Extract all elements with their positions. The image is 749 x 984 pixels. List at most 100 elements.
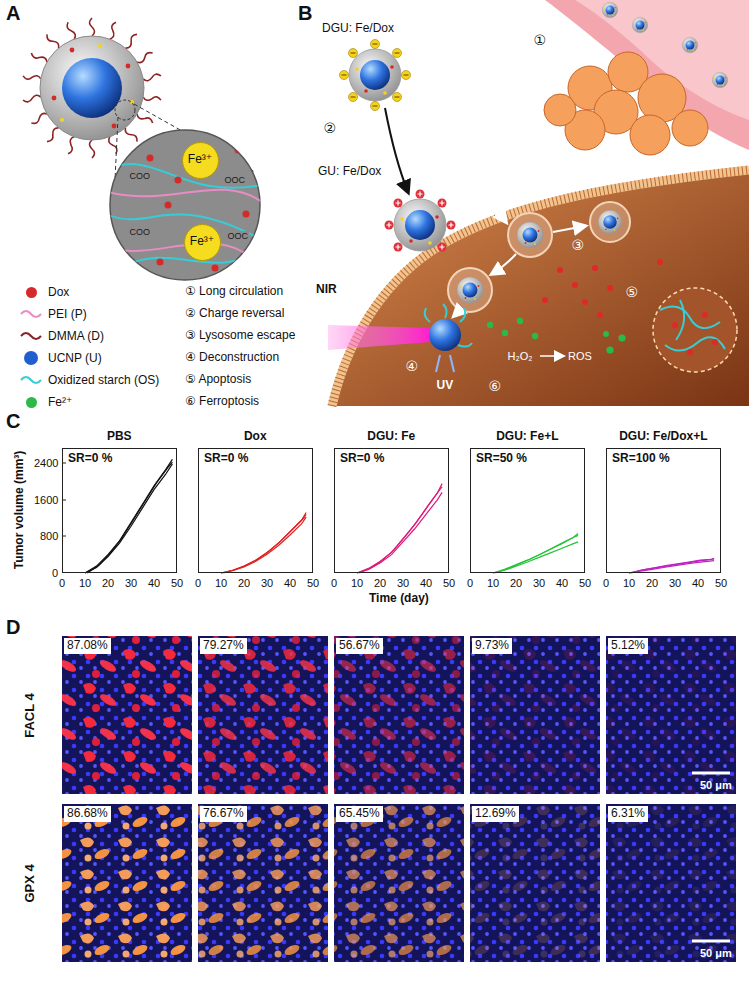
carboxyl-group-label: OOC xyxy=(224,175,247,185)
tick-label: 10 xyxy=(215,577,227,590)
tick-label: 30 xyxy=(261,577,273,590)
tick-label: 0 xyxy=(195,577,201,590)
tick-label: 0 xyxy=(467,577,473,590)
step-number: ① xyxy=(534,32,547,48)
legend-line-sample xyxy=(20,373,42,387)
percentage-value: 86.68% xyxy=(64,806,111,822)
tick-label: 50 xyxy=(579,577,591,590)
step-number: ⑥ xyxy=(489,378,502,394)
step-item: ⑤ Apoptosis xyxy=(185,373,251,387)
legend-row: Fe²⁺ xyxy=(20,395,72,409)
carboxyl-group-label: OOC xyxy=(227,231,250,241)
tick-label: 40 xyxy=(556,577,568,590)
tick-label: 30 xyxy=(125,577,137,590)
panel-letter: B xyxy=(298,2,312,25)
tick-label: 0 xyxy=(52,567,58,580)
tick-label: 50 xyxy=(715,577,727,590)
chemical-label: H₂O₂ xyxy=(508,350,533,363)
tick-label: 0 xyxy=(59,577,65,590)
percentage-value: 12.69% xyxy=(472,806,519,822)
legend-swatch-box xyxy=(20,395,42,409)
axis-title: Tumor volume (mm³) xyxy=(13,451,27,569)
percentage-value: 65.45% xyxy=(336,806,383,822)
panel-letter: A xyxy=(6,2,20,25)
legend-text: DMMA (D) xyxy=(48,329,104,343)
tick-label: 20 xyxy=(510,577,522,590)
legend-row: UCNP (U) xyxy=(20,351,102,365)
chemical-label: ROS xyxy=(568,350,592,363)
percentage-value: 79.27% xyxy=(200,638,247,654)
percentage-value: 6.31% xyxy=(608,806,648,822)
survival-rate-text: SR=0 % xyxy=(204,452,248,466)
step-number: ② xyxy=(324,120,337,136)
percentage-value: 56.67% xyxy=(336,638,383,654)
survival-rate-text: SR=0 % xyxy=(68,452,112,466)
tick-label: 10 xyxy=(351,577,363,590)
node-title: Dox xyxy=(244,430,267,444)
step-item: ⑥ Ferroptosis xyxy=(185,395,259,409)
growth-plot-frame: PBSSR=0 % xyxy=(62,448,177,573)
percentage-value: 9.73% xyxy=(472,638,512,654)
tick-label: 20 xyxy=(374,577,386,590)
legend-swatch-box xyxy=(20,285,42,299)
growth-plot-frame: DGU: Fe+LSR=50 % xyxy=(470,448,585,573)
legend-swatch xyxy=(26,287,37,298)
legend-row: PEI (P) xyxy=(20,307,87,321)
legend-swatch-box xyxy=(20,351,42,365)
legend-swatch-box xyxy=(20,307,42,321)
iron-ion-circle: Fe³⁺ xyxy=(184,224,221,261)
legend-row: Dox xyxy=(20,285,69,299)
carboxyl-group-label: COO xyxy=(129,227,152,237)
tick-label: 50 xyxy=(443,577,455,590)
legend-swatch-box xyxy=(20,373,42,387)
tick-label: 800 xyxy=(40,530,58,543)
legend-text: Dox xyxy=(48,285,69,299)
percentage-value: 5.12% xyxy=(608,638,648,654)
node-title: DGU: Fe/Dox+L xyxy=(619,430,707,444)
step-item: ① Long circulation xyxy=(185,285,283,299)
tick-label: 0 xyxy=(331,577,337,590)
legend-swatch xyxy=(26,397,37,408)
legend-text: UCNP (U) xyxy=(48,351,102,365)
scale-bar-label: 50 μm xyxy=(700,779,732,792)
legend-row: DMMA (D) xyxy=(20,329,104,343)
scale-bar-label: 50 μm xyxy=(700,947,732,960)
survival-rate-text: SR=0 % xyxy=(340,452,384,466)
node-title: DGU: Fe xyxy=(367,430,415,444)
survival-rate-text: SR=50 % xyxy=(476,452,527,466)
light-label: UV xyxy=(437,379,454,393)
legend-swatch xyxy=(24,351,38,365)
panel-letter: D xyxy=(6,616,20,639)
tick-label: 40 xyxy=(284,577,296,590)
legend-text: PEI (P) xyxy=(48,307,87,321)
step-number: ④ xyxy=(406,358,419,374)
tick-label: 0 xyxy=(603,577,609,590)
legend-row: Oxidized starch (OS) xyxy=(20,373,159,387)
node-title: Fe³⁺ xyxy=(188,153,212,167)
tick-label: 2400 xyxy=(34,457,58,470)
axis-title: Time (day) xyxy=(369,592,429,606)
legend-line-sample xyxy=(20,329,42,343)
tick-label: 1600 xyxy=(34,494,58,507)
legend-swatch-box xyxy=(20,329,42,343)
step-item: ② Charge reversal xyxy=(185,307,284,321)
particle-label: GU: Fe/Dox xyxy=(318,165,381,179)
step-number: ⑤ xyxy=(626,284,639,300)
percentage-value: 76.67% xyxy=(200,806,247,822)
tick-label: 50 xyxy=(171,577,183,590)
stain-label: FACL 4 xyxy=(22,693,37,738)
step-number: ③ xyxy=(572,237,585,253)
legend-text: Oxidized starch (OS) xyxy=(48,373,159,387)
tick-label: 20 xyxy=(102,577,114,590)
step-item: ④ Deconstruction xyxy=(185,351,279,365)
light-label: NIR xyxy=(316,283,337,297)
node-title: Fe³⁺ xyxy=(190,235,214,249)
legend-text: Fe²⁺ xyxy=(48,395,72,409)
tick-label: 50 xyxy=(307,577,319,590)
percentage-value: 87.08% xyxy=(64,638,111,654)
tick-label: 40 xyxy=(148,577,160,590)
growth-plot-frame: DoxSR=0 % xyxy=(198,448,313,573)
